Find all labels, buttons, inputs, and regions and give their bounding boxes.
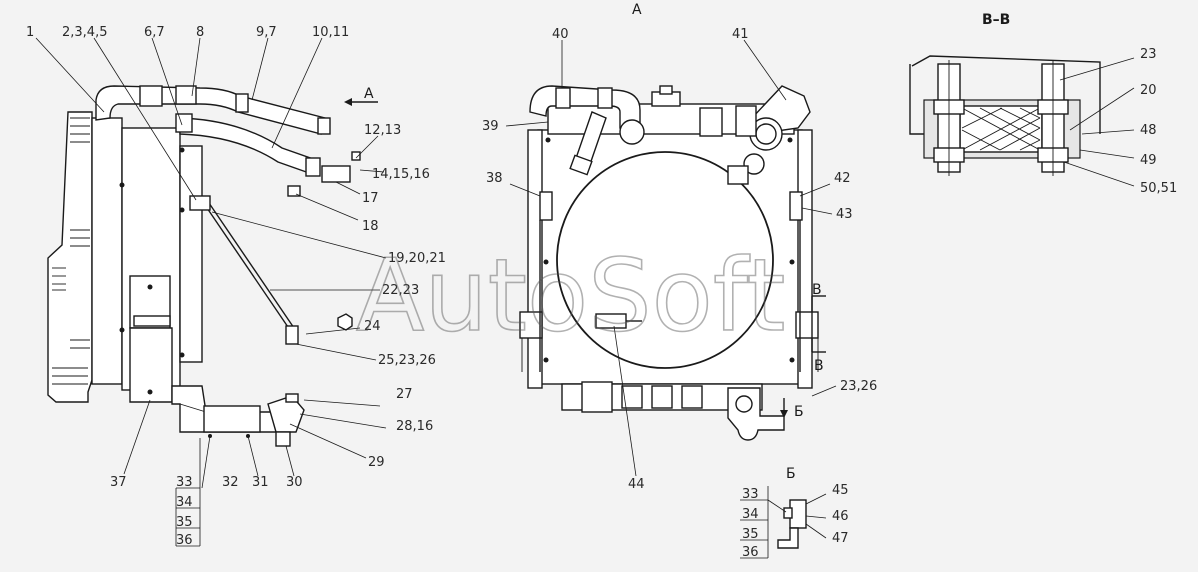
label-22-23: 22,23 [382, 283, 419, 298]
cut-mark-lower: В [814, 358, 824, 374]
label-9-7: 9,7 [256, 25, 277, 40]
label-v20: 20 [1140, 83, 1157, 98]
view-b [777, 499, 807, 549]
label-14-15-16: 14,15,16 [372, 167, 430, 182]
label-b34: 34 [742, 507, 759, 522]
side-tank [91, 117, 123, 385]
label-24: 24 [364, 319, 381, 334]
view-b-title: Б [786, 466, 796, 482]
label-17: 17 [362, 191, 379, 206]
label-35: 35 [176, 515, 193, 530]
label-12-13: 12,13 [364, 123, 401, 138]
label-2-3-4-5: 2,3,4,5 [62, 25, 107, 40]
fan-ring [556, 151, 774, 369]
drain-pipe [727, 387, 785, 441]
label-40: 40 [552, 27, 569, 42]
sensor-body [321, 165, 351, 183]
label-39: 39 [482, 119, 499, 134]
label-44: 44 [628, 477, 645, 492]
radiator-fins [52, 117, 90, 385]
label-27: 27 [396, 387, 413, 402]
label-37: 37 [110, 475, 127, 490]
label-32: 32 [222, 475, 239, 490]
label-47: 47 [832, 531, 849, 546]
label-19-20-21: 19,20,21 [388, 251, 446, 266]
front-view [519, 85, 826, 441]
label-b36: 36 [742, 545, 759, 560]
side-view [47, 85, 361, 447]
label-31: 31 [252, 475, 269, 490]
leader-lines [35, 37, 1135, 559]
label-29: 29 [368, 455, 385, 470]
label-46: 46 [832, 509, 849, 524]
label-36: 36 [176, 533, 193, 548]
label-43: 43 [836, 207, 853, 222]
callout-labels: 1 2,3,4,5 6,7 8 9,7 10,11 12,13 14,15,16… [26, 25, 1177, 560]
label-8: 8 [196, 25, 204, 40]
cut-mark-upper: В [812, 282, 822, 298]
label-28-16: 28,16 [396, 419, 433, 434]
label-b35: 35 [742, 527, 759, 542]
label-18: 18 [362, 219, 379, 234]
view-titles: А В–В Б А В В Б [364, 2, 1010, 482]
label-v48: 48 [1140, 123, 1157, 138]
label-v50-51: 50,51 [1140, 181, 1177, 196]
fan-shroud-side [179, 145, 203, 363]
label-34: 34 [176, 495, 193, 510]
label-v49: 49 [1140, 153, 1157, 168]
view-a-title: А [632, 2, 642, 18]
label-10-11: 10,11 [312, 25, 349, 40]
label-45: 45 [832, 483, 849, 498]
section-crosshatch [961, 107, 1041, 151]
label-v23: 23 [1140, 47, 1157, 62]
watermark: AutoSoft [356, 237, 786, 354]
radiator-core [47, 111, 93, 403]
tension-rod [204, 204, 291, 331]
arrow-a-label: А [364, 86, 374, 102]
label-23-26: 23,26 [840, 379, 877, 394]
label-33: 33 [176, 475, 193, 490]
label-41: 41 [732, 27, 749, 42]
label-42: 42 [834, 171, 851, 186]
label-25-23-26: 25,23,26 [378, 353, 436, 368]
label-38: 38 [486, 171, 503, 186]
label-30: 30 [286, 475, 303, 490]
label-1: 1 [26, 25, 34, 40]
label-b33: 33 [742, 487, 759, 502]
section-vv-title: В–В [982, 12, 1010, 28]
section-vv [909, 55, 1101, 176]
arrow-b-label: Б [794, 404, 804, 420]
label-6-7: 6,7 [144, 25, 165, 40]
